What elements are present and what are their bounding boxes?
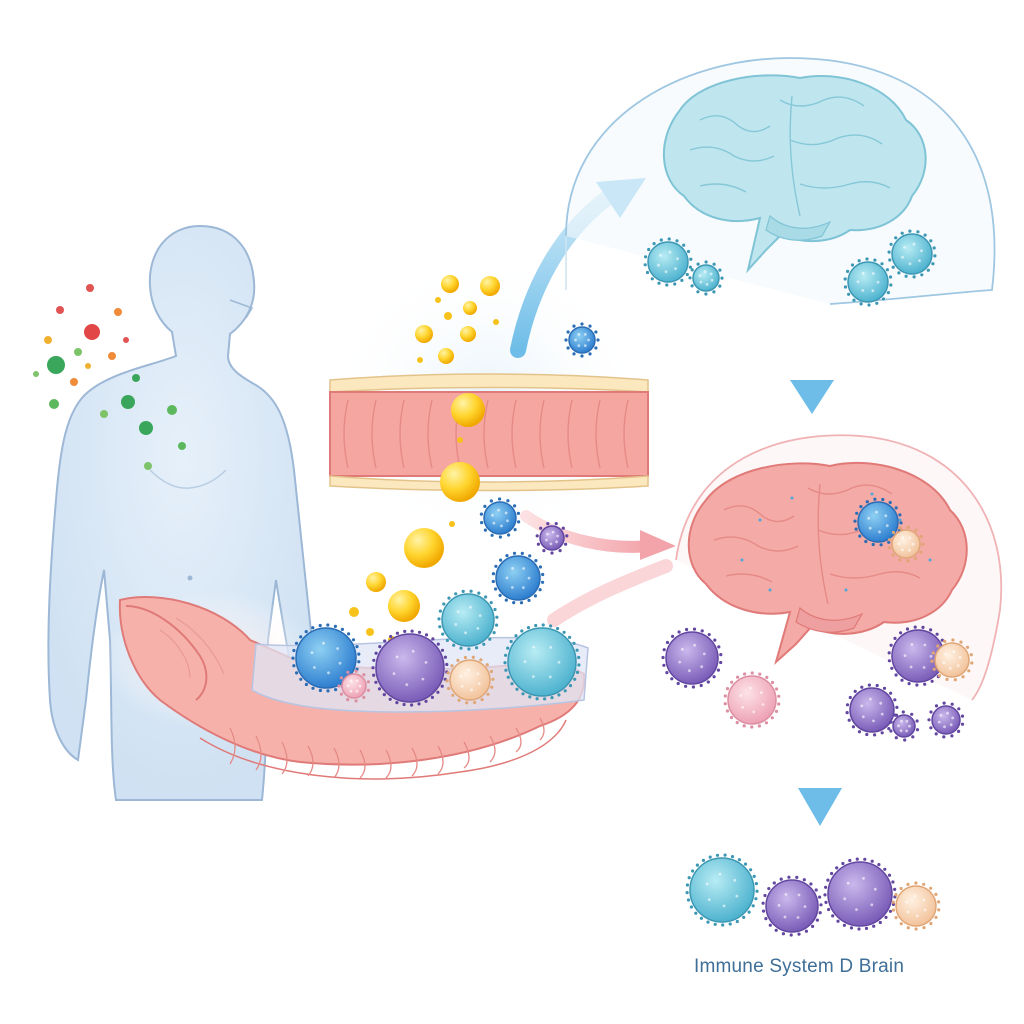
- immune-cell-icon: [888, 710, 920, 742]
- brain-icon: [662, 74, 927, 274]
- immune-cell-icon: [685, 853, 759, 927]
- immune-cell-icon: [927, 701, 965, 739]
- immune-cell-icon: [930, 638, 974, 682]
- immune-cell-icon: [845, 683, 899, 737]
- immune-cell-icon: [643, 237, 693, 287]
- immune-cell-icon: [887, 525, 925, 563]
- immune-cell-icon: [479, 497, 521, 539]
- immune-cell-icon: [843, 257, 893, 307]
- immune-cell-icon: [535, 522, 569, 555]
- immune-cell-icon: [503, 623, 581, 701]
- immune-cell-icon: [887, 625, 949, 687]
- immune-cell-icon: [564, 322, 600, 358]
- immune-cell-icon: [291, 623, 361, 693]
- caption: Immune System D Brain: [694, 956, 905, 977]
- immune-cell-icon: [491, 551, 545, 605]
- immune-cell-icon: [445, 655, 495, 705]
- immune-cell-icon: [688, 260, 724, 296]
- immune-cell-icon: [661, 627, 723, 689]
- brain-icon: [687, 461, 968, 666]
- metabolite-droplet-icon: [349, 275, 500, 644]
- immune-cell-icon: [887, 229, 937, 279]
- immune-cell-icon: [723, 671, 781, 729]
- immune-cell-icon: [823, 857, 897, 931]
- immune-cell-icon: [761, 875, 823, 937]
- immune-cell-icon: [437, 589, 499, 651]
- healthy-brain-panel: [565, 57, 996, 305]
- microbe-particles-icon: [33, 284, 186, 470]
- immune-cells: [291, 229, 974, 937]
- immune-cell-icon: [891, 881, 941, 931]
- immune-cell-icon: [337, 669, 370, 703]
- immune-cell-icon: [371, 629, 449, 707]
- gut-wall-icon: [329, 373, 649, 492]
